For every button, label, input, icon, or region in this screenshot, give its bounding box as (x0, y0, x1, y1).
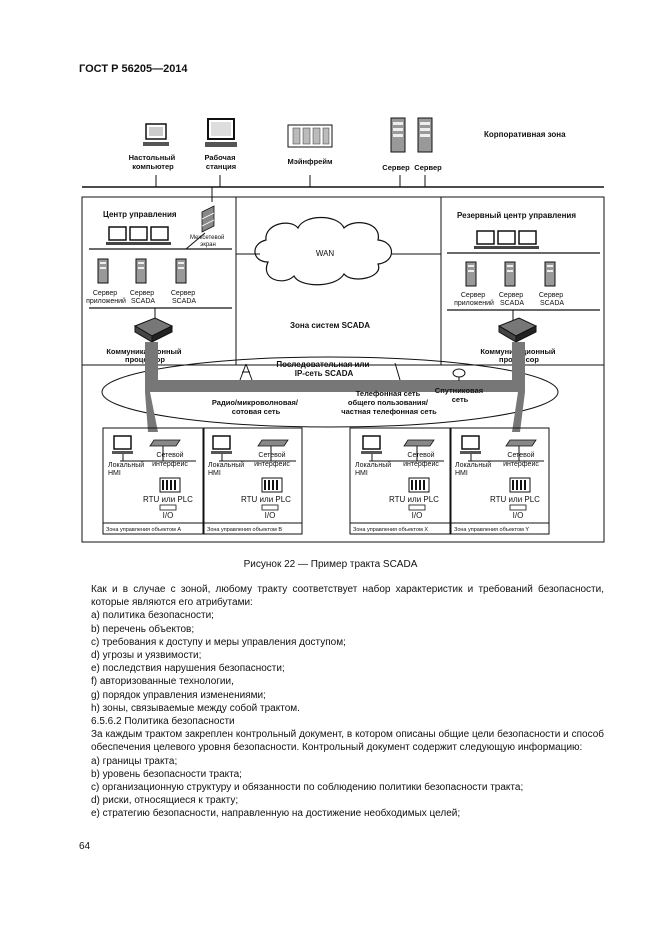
backup-center-label: Резервный центр управления (457, 211, 576, 220)
server-icon (97, 258, 109, 284)
phone-antenna-icon (394, 362, 401, 381)
wan-label: WAN (316, 249, 335, 258)
paragraph: Как и в случае с зоной, любому тракту со… (91, 584, 604, 609)
scada-zone-label: Зона систем SCADA (290, 321, 370, 330)
io-label: I/O (265, 511, 276, 520)
network-interface-icon (149, 439, 181, 447)
corporate-zone-label: Корпоративная зона (484, 130, 566, 139)
document-header: ГОСТ Р 56205—2014 (79, 63, 188, 75)
hmi-computer-icon (112, 435, 133, 454)
list-item: с) требования к доступу и меры управлени… (91, 636, 346, 648)
firewall-icon (201, 205, 215, 233)
server-icon (175, 258, 187, 284)
radio-network-label: Радио/микроволновая/ сотовая сеть (212, 398, 300, 416)
rtu-plc-label: RTU или PLC (143, 495, 193, 504)
server-label: Сервер (382, 163, 410, 172)
workstation-label: Рабочая станция (204, 153, 237, 171)
rtu-plc-icon (408, 477, 430, 493)
communication-processor-icon (133, 317, 174, 343)
hmi-computer-icon (460, 435, 481, 454)
control-center-label: Центр управления (103, 210, 177, 219)
app-server-label: Сервер приложений (86, 290, 126, 305)
rtu-plc-icon (509, 477, 531, 493)
io-label: I/O (163, 511, 174, 520)
list-item: с) организационную структуру и обязаннос… (91, 782, 524, 794)
scada-server-label: Сервер SCADA (171, 290, 197, 305)
radio-tower-icon (239, 363, 253, 381)
list-item: а) границы тракта; (91, 755, 178, 767)
list-item: е) стратегию безопасности, направленную … (91, 808, 461, 820)
network-interface-icon (505, 439, 537, 447)
body-text: Как и в случае с зоной, любому тракту со… (79, 583, 604, 821)
satellite-dish-icon (452, 368, 466, 381)
list-item: f) авторизованные технологии, (91, 676, 234, 688)
hmi-computer-icon (361, 435, 382, 454)
scada-server-label: Сервер SCADA (130, 290, 156, 305)
server-icon (390, 117, 406, 153)
server-icon (135, 258, 147, 284)
network-interface-icon (403, 439, 435, 447)
server-icon (417, 117, 433, 153)
io-label: I/O (412, 511, 423, 520)
network-interface-icon (257, 439, 289, 447)
workstation-icon (205, 118, 237, 147)
rtu-plc-label: RTU или PLC (389, 495, 439, 504)
page-number: 64 (79, 841, 91, 852)
rtu-plc-label: RTU или PLC (241, 495, 291, 504)
operator-consoles-icon (106, 226, 171, 245)
firewall-label: Межсетевой экран (190, 234, 226, 248)
server-icon (465, 261, 477, 287)
zone-y-label: Зона управления объектом Y (454, 527, 529, 533)
rtu-plc-icon (159, 477, 181, 493)
scada-server-label: Сервер SCADA (539, 292, 565, 307)
operator-consoles-icon (474, 230, 539, 249)
list-item: b) уровень безопасности тракта; (91, 768, 242, 780)
paragraph: За каждым трактом закреплен контрольный … (91, 729, 604, 754)
figure-caption: Рисунок 22 — Пример тракта SCADA (243, 559, 418, 570)
list-item: а) политика безопасности; (91, 610, 214, 622)
rtu-plc-icon (261, 477, 283, 493)
rtu-plc-label: RTU или PLC (490, 495, 540, 504)
app-server-label: Сервер приложений (454, 292, 494, 307)
hmi-computer-icon (211, 435, 232, 454)
desktop-label: Настольный компьютер (129, 153, 178, 171)
section-heading: 6.5.6.2 Политика безопасности (91, 716, 235, 728)
io-label: I/O (513, 511, 524, 520)
satellite-network-label: Спутниковая сеть (435, 386, 485, 404)
list-item: d) угрозы и уязвимости; (91, 650, 202, 662)
server-label: Сервер (414, 163, 442, 172)
desktop-computer-icon (143, 123, 169, 146)
scada-diagram: Корпоративная зона Настольный компьютер … (81, 117, 605, 543)
serial-ip-network-label: Последовательная или IP-сеть SCADA (276, 360, 371, 378)
list-item: g) порядок управления изменениями; (91, 689, 266, 701)
server-icon (544, 261, 556, 287)
phone-network-label: Телефонная сеть общего пользования/ част… (341, 389, 437, 416)
scada-server-label: Сервер SCADA (499, 292, 525, 307)
wan-cloud-icon (254, 217, 393, 286)
mainframe-label: Мэйнфрейм (287, 157, 332, 166)
list-item: b) перечень объектов; (91, 623, 195, 635)
list-item: d) риски, относящиеся к тракту; (91, 795, 239, 807)
zone-a-label: Зона управления объектом А (106, 527, 181, 533)
zone-x-label: Зона управления объектом X (353, 527, 428, 533)
list-item: е) последствия нарушения безопасности; (91, 663, 285, 675)
list-item: h) зоны, связываемые между собой трактом… (91, 702, 300, 714)
mainframe-icon (287, 124, 333, 148)
communication-processor-icon (497, 317, 538, 343)
zone-b-label: Зона управления объектом B (207, 527, 282, 533)
server-icon (504, 261, 516, 287)
